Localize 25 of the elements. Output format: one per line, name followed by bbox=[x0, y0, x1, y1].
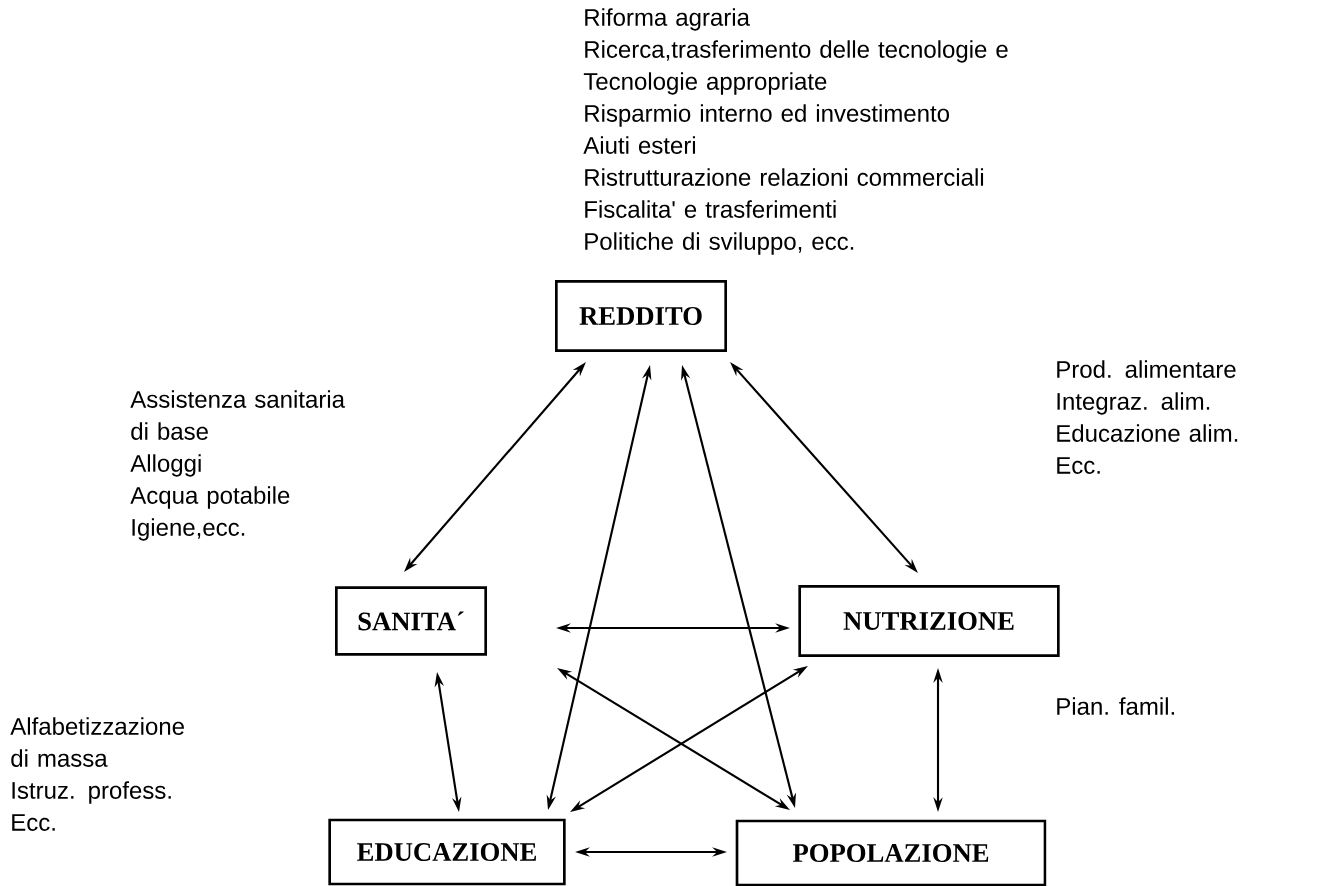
note-list: Assistenza sanitaria di base Alloggi Acqua potabile Igiene,ecc. bbox=[130, 390, 345, 541]
node-label: Acqua potabile bbox=[130, 486, 290, 509]
note-list: Alfabetizzazione di massa Istruz. profess. Ecc. bbox=[10, 717, 184, 831]
label-box: POPOLAZIONE bbox=[735, 819, 1047, 886]
node-label: Ristrutturazione relazioni commerciali bbox=[585, 168, 984, 186]
node-label: Ricerca,trasferimento delle tecnologie e Tecnologie appropriate bbox=[583, 40, 1008, 95]
node-label: Assistenza sanitaria di base bbox=[130, 390, 345, 440]
note-list: Riforma agraria Ricerca,trasferimento delle tecnologie e Tecnologie appropriate Risparmio interno ed investimento Aiuti esteri Ristrutturazione relazioni commerciali Fiscalita' e trasferimenti Politiche di sviluppo, ecc. bbox=[583, 8, 1008, 255]
node-label: Integraz. alim. bbox=[1057, 392, 1210, 415]
note-list: Prod. alimentare Integraz. alim. Educazione alim. Ecc. bbox=[1057, 360, 1238, 474]
node-label: Educazione alim. bbox=[1057, 424, 1238, 442]
note-text: Pian. famil. bbox=[1057, 697, 1174, 715]
node-label: Igiene,ecc. bbox=[132, 518, 245, 541]
node-label: Politiche di sviluppo, ecc. bbox=[585, 232, 854, 255]
node-label: Prod. alimentare bbox=[1057, 360, 1236, 378]
node-label: Riforma agraria bbox=[585, 8, 750, 31]
node-label: Aiuti esteri bbox=[583, 136, 696, 154]
node-label: Fiscalita' e trasferimenti bbox=[585, 200, 836, 218]
node-label: Alloggi bbox=[130, 454, 201, 477]
label-box: NUTRIZIONE bbox=[798, 585, 1060, 657]
label-box: EDUCAZIONE bbox=[328, 818, 566, 886]
node-label: Risparmio interno ed investimento bbox=[585, 104, 950, 127]
label-box: SANITA´ bbox=[335, 586, 487, 656]
label-box: REDDITO bbox=[555, 280, 727, 352]
node-label: Ecc. bbox=[1057, 457, 1100, 474]
